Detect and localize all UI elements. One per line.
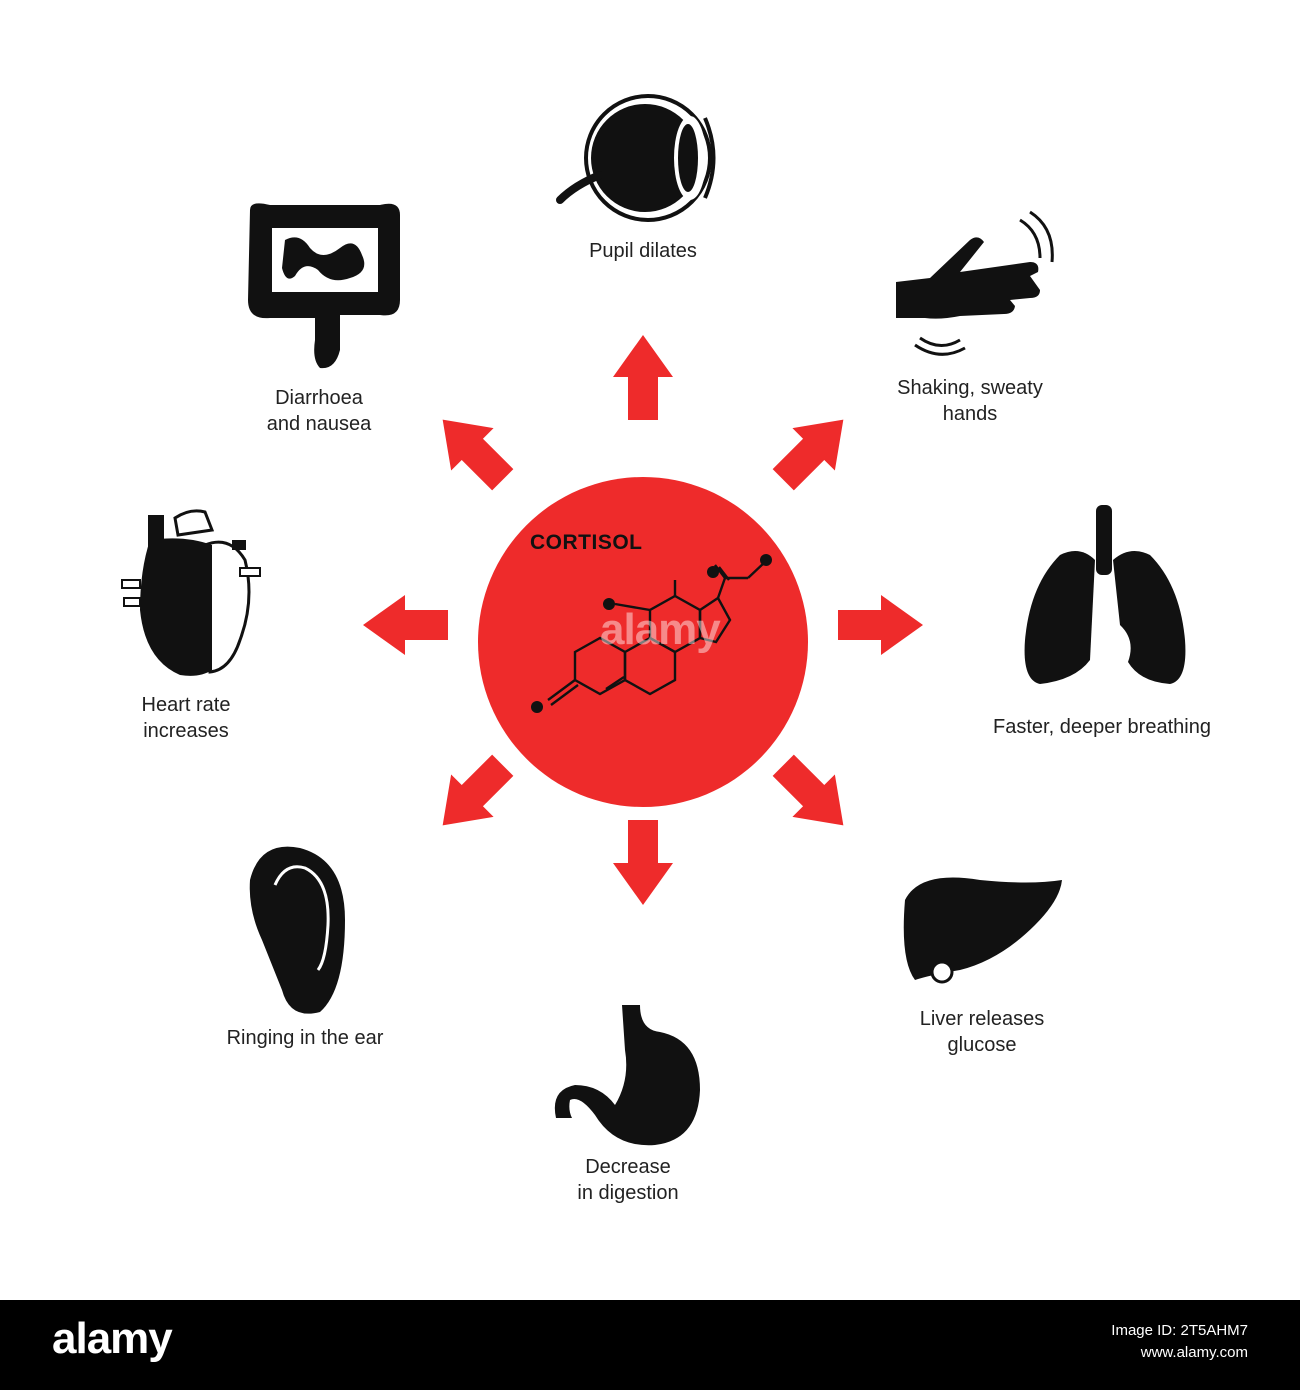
arrow-right [838, 595, 923, 655]
label-hand: Shaking, sweaty hands [897, 377, 1043, 425]
label-intestines: Diarrhoea and nausea [266, 387, 372, 435]
arrow-left [363, 595, 448, 655]
cortisol-effects-diagram [121, 94, 1186, 1146]
center-watermark: alamy [600, 605, 721, 654]
ear-icon [249, 846, 345, 1014]
arrow-up [613, 335, 673, 420]
footer-image-id: Image ID: 2T5AHM7 [1111, 1322, 1248, 1339]
arrow-down [613, 820, 673, 905]
label-heart: Heart rate increases [141, 694, 231, 742]
footer-logo: alamy [52, 1314, 173, 1363]
eye-icon [556, 94, 716, 222]
label-liver: Liver releases glucose [919, 1008, 1045, 1056]
label-ear: Ringing in the ear [226, 1027, 384, 1049]
arrow-up-right [762, 398, 865, 501]
lungs-icon [1024, 505, 1186, 684]
center-title: CORTISOL [530, 531, 643, 554]
footer-credits: Image ID: 2T5AHM7 www.alamy.com [1111, 1320, 1248, 1364]
molecule-atoms [531, 554, 772, 713]
cortisol-molecule-icon [547, 561, 766, 706]
stomach-icon [554, 1005, 700, 1146]
arrow-up-left [421, 398, 524, 501]
label-eye: Pupil dilates [589, 240, 697, 262]
intestines-icon [248, 203, 400, 369]
hand-icon [896, 210, 1054, 356]
label-stomach: Decrease in digestion [577, 1156, 679, 1204]
footer-bar: alamy Image ID: 2T5AHM7 www.alamy.com [0, 1300, 1300, 1390]
heart-icon [121, 509, 261, 676]
arrow-down-right [762, 744, 865, 847]
liver-icon [903, 877, 1062, 984]
arrow-down-left [421, 744, 524, 847]
footer-site: www.alamy.com [1140, 1344, 1248, 1361]
label-lungs: Faster, deeper breathing [993, 716, 1211, 738]
